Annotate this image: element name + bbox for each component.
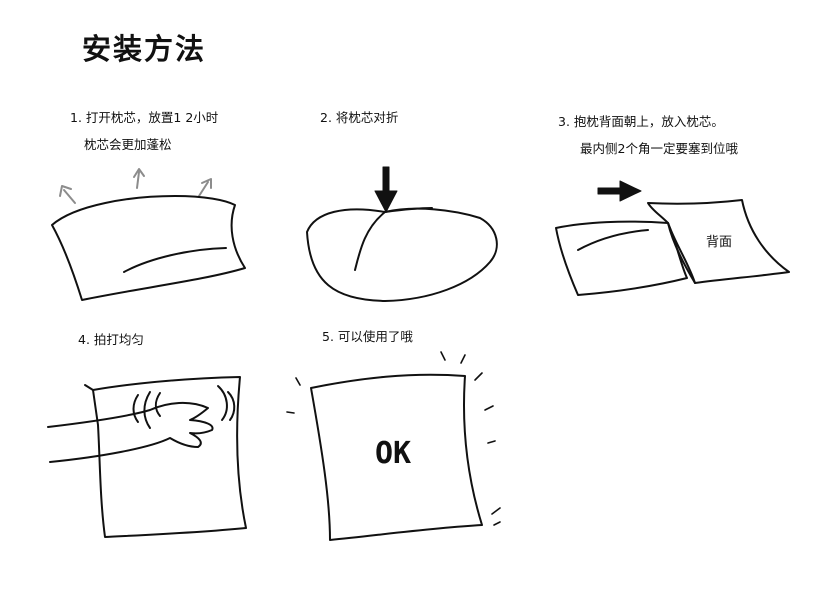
pillow-icon [92,376,247,538]
step-3-line1: 3. 抱枕背面朝上，放入枕芯。 [558,114,724,129]
pillow-icon [555,220,688,296]
step-5-line1: 5. 可以使用了哦 [322,329,413,344]
step-2-line1: 2. 将枕芯对折 [320,110,399,125]
step-5-illustration: OK [286,351,501,541]
step-4-illustration [47,376,247,538]
step-1-illustration [51,168,246,301]
step-1-caption: 1. 打开枕芯，放置1 2小时 枕芯会更加蓬松 [70,104,218,158]
pillow-icon [306,207,498,302]
pillow-icon [51,195,246,301]
up-arrow-icon [59,168,212,204]
step-2-caption: 2. 将枕芯对折 [320,104,398,131]
step-4-line1: 4. 拍打均匀 [78,332,144,347]
down-arrow-icon [374,166,398,213]
cover-back-label: 背面 [706,235,732,250]
step-3-line2: 最内侧2个角一定要塞到位哦 [580,141,738,156]
page-title: 安装方法 [82,32,207,66]
right-arrow-icon [597,180,642,202]
step-1-line2: 枕芯会更加蓬松 [84,137,172,152]
hand-icon [47,385,236,463]
ok-label: OK [375,436,411,471]
step-2-illustration [306,166,498,302]
step-5-caption: 5. 可以使用了哦 [322,323,413,350]
step-3-caption: 3. 抱枕背面朝上，放入枕芯。 最内侧2个角一定要塞到位哦 [558,108,738,162]
step-3-illustration: 背面 [555,180,790,296]
step-1-line1: 1. 打开枕芯，放置1 2小时 [70,110,219,125]
pillow-icon [310,373,483,541]
burst-lines [286,351,501,526]
step-4-caption: 4. 拍打均匀 [78,326,144,353]
